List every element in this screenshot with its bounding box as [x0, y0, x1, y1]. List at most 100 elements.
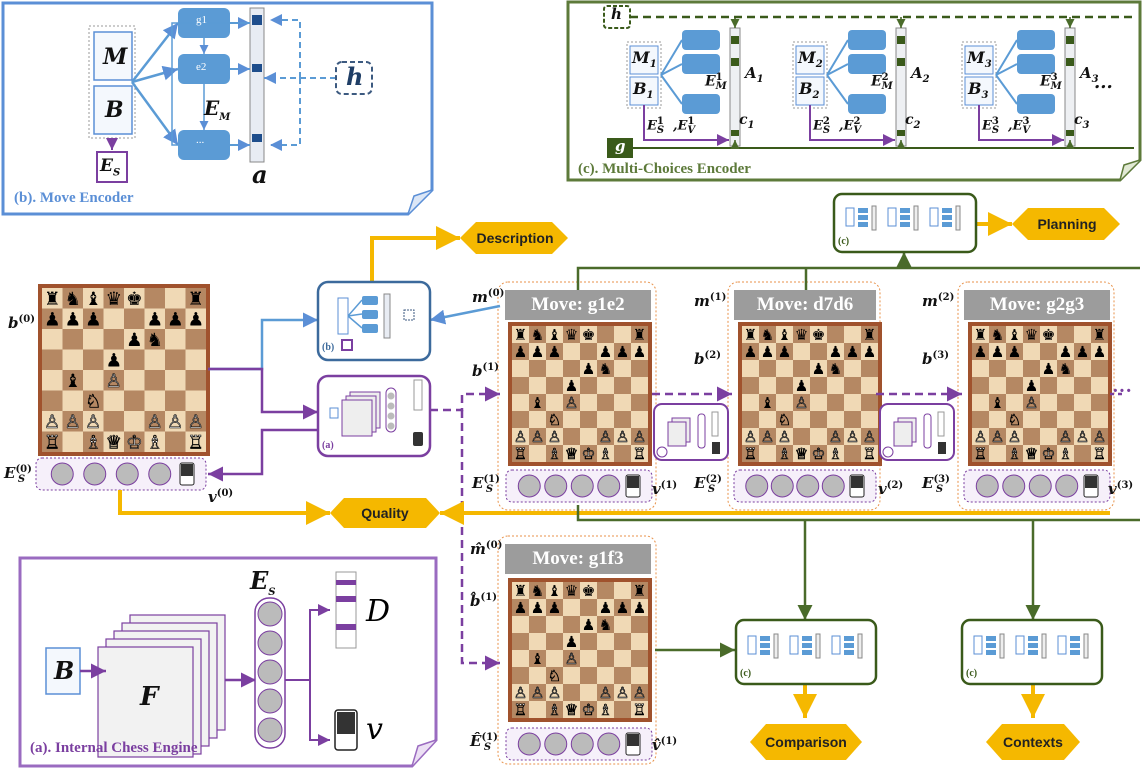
- svg-text:♟: ♟: [187, 309, 204, 330]
- svg-text:♟: ♟: [1076, 343, 1090, 361]
- board-b0: ♜♞♝♛♚♜♟♟♟♟♟♟♟♞♟♝♙♘♙♙♙♙♙♙♖♗♕♔♗♖: [38, 284, 210, 456]
- mini-engines-between-boards: [653, 403, 955, 461]
- mce-ES-3: E3S: [982, 116, 1000, 136]
- svg-text:♗: ♗: [548, 445, 562, 463]
- move-encoder-M: M: [103, 44, 128, 70]
- svg-text:♗: ♗: [778, 445, 792, 463]
- svg-text:♟: ♟: [829, 343, 843, 361]
- label-v3-sup: (3): [1116, 480, 1134, 491]
- svg-text:♝: ♝: [548, 582, 562, 600]
- svg-text:♟: ♟: [548, 343, 562, 361]
- svg-text:♟: ♟: [126, 330, 143, 351]
- label-vh1: v̂: [652, 736, 661, 754]
- engine-ES: E: [250, 566, 269, 595]
- mce-c-3: c3: [1074, 112, 1090, 131]
- label-m1: m: [694, 292, 710, 310]
- move-encoder-ES: E: [100, 156, 113, 176]
- svg-text:♟: ♟: [167, 309, 184, 330]
- svg-text:♙: ♙: [616, 428, 630, 446]
- svg-text:♙: ♙: [991, 428, 1005, 446]
- svg-text:♗: ♗: [599, 701, 613, 719]
- svg-text:♙: ♙: [514, 684, 528, 702]
- output-planning: Planning: [1037, 216, 1097, 232]
- svg-text:♟: ♟: [633, 599, 647, 617]
- svg-text:♝: ♝: [991, 394, 1005, 412]
- svg-text:♝: ♝: [85, 289, 102, 310]
- svg-text:♙: ♙: [531, 684, 545, 702]
- move-encoder-h: h: [346, 62, 364, 91]
- label-ES1-sub: S: [485, 484, 494, 495]
- svg-text:♖: ♖: [44, 432, 61, 453]
- mce-block-2: [792, 17, 907, 149]
- mini-c-label-contexts: (c): [966, 668, 978, 679]
- move-header-m2: Move: g2g3: [964, 290, 1110, 320]
- svg-text:♖: ♖: [633, 445, 647, 463]
- internal-engine-panel: [18, 556, 438, 768]
- board-b3: ♜♞♝♛♚♜♟♟♟♟♟♟♟♞♟♝♙♘♙♙♙♙♙♙♖♗♕♔♗♖: [968, 322, 1112, 466]
- svg-text:♟: ♟: [1042, 360, 1056, 378]
- move-encoder-EM-sub: M: [219, 112, 231, 123]
- label-ESh1-sup: (1): [481, 732, 498, 743]
- svg-text:♝: ♝: [761, 394, 775, 412]
- svg-text:♞: ♞: [1059, 360, 1073, 378]
- label-ES3-sup: (3): [933, 474, 950, 485]
- mini-mce-icon-0: [845, 205, 877, 231]
- svg-text:♙: ♙: [1093, 428, 1107, 446]
- svg-text:♚: ♚: [582, 582, 596, 600]
- svg-text:♘: ♘: [778, 411, 792, 429]
- svg-text:♜: ♜: [633, 326, 647, 344]
- label-m2-sup: (2): [937, 292, 955, 303]
- label-b0: b: [8, 314, 19, 332]
- svg-text:♜: ♜: [514, 326, 528, 344]
- svg-text:♟: ♟: [565, 633, 579, 651]
- svg-text:♟: ♟: [991, 343, 1005, 361]
- svg-text:♙: ♙: [167, 412, 184, 433]
- mce-EV-3: ,E3V: [1008, 116, 1031, 136]
- label-ESh1-sub: S: [483, 742, 492, 753]
- svg-text:♞: ♞: [531, 326, 545, 344]
- svg-text:♙: ♙: [1008, 428, 1022, 446]
- svg-text:♕: ♕: [795, 445, 809, 463]
- svg-text:♘: ♘: [548, 667, 562, 685]
- svg-text:♝: ♝: [531, 394, 545, 412]
- svg-text:♝: ♝: [548, 326, 562, 344]
- label-v3: v: [1108, 480, 1117, 498]
- mini-engine-between-1: [879, 403, 955, 461]
- mini-c-label-top: (c): [838, 236, 850, 247]
- board-b1: ♜♞♝♛♚♜♟♟♟♟♟♟♟♞♟♝♙♘♙♙♙♙♙♙♖♗♕♔♗♖: [508, 322, 652, 466]
- svg-text:♟: ♟: [795, 377, 809, 395]
- mce-M-3: M3: [967, 48, 992, 71]
- svg-text:♟: ♟: [548, 599, 562, 617]
- svg-text:♜: ♜: [633, 582, 647, 600]
- svg-text:♜: ♜: [1093, 326, 1107, 344]
- svg-text:♟: ♟: [44, 309, 61, 330]
- mce-M-2: M2: [798, 48, 823, 71]
- svg-text:♛: ♛: [105, 289, 122, 310]
- svg-text:♕: ♕: [1025, 445, 1039, 463]
- svg-text:♙: ♙: [744, 428, 758, 446]
- svg-text:♟: ♟: [531, 599, 545, 617]
- svg-text:♙: ♙: [863, 428, 877, 446]
- mce-c-2: c2: [905, 112, 921, 131]
- engine-vector-rows: [35, 457, 1111, 761]
- svg-text:♙: ♙: [1076, 428, 1090, 446]
- label-b1-sup: (1): [482, 362, 499, 373]
- label-m0: m: [472, 288, 488, 306]
- svg-text:♘: ♘: [548, 411, 562, 429]
- svg-text:♙: ♙: [531, 428, 545, 446]
- svg-text:♙: ♙: [1059, 428, 1073, 446]
- svg-text:♖: ♖: [633, 701, 647, 719]
- engine-v: v: [366, 712, 383, 747]
- mce-B-3: B3: [968, 79, 989, 102]
- svg-text:♞: ♞: [829, 360, 843, 378]
- label-ESh1: Ê: [470, 732, 482, 750]
- chess-boards: ♜♞♝♛♚♜♟♟♟♟♟♟♟♞♟♝♙♘♙♙♙♙♙♙♖♗♕♔♗♖♜♞♝♛♚♜♟♟♟♟…: [38, 281, 1115, 765]
- multi-choices-h: h: [611, 5, 622, 23]
- svg-text:♙: ♙: [105, 371, 122, 392]
- move-encoder-a: a: [252, 160, 268, 189]
- svg-text:♝: ♝: [531, 650, 545, 668]
- svg-text:♗: ♗: [599, 445, 613, 463]
- svg-text:♙: ♙: [548, 684, 562, 702]
- svg-text:♔: ♔: [582, 445, 596, 463]
